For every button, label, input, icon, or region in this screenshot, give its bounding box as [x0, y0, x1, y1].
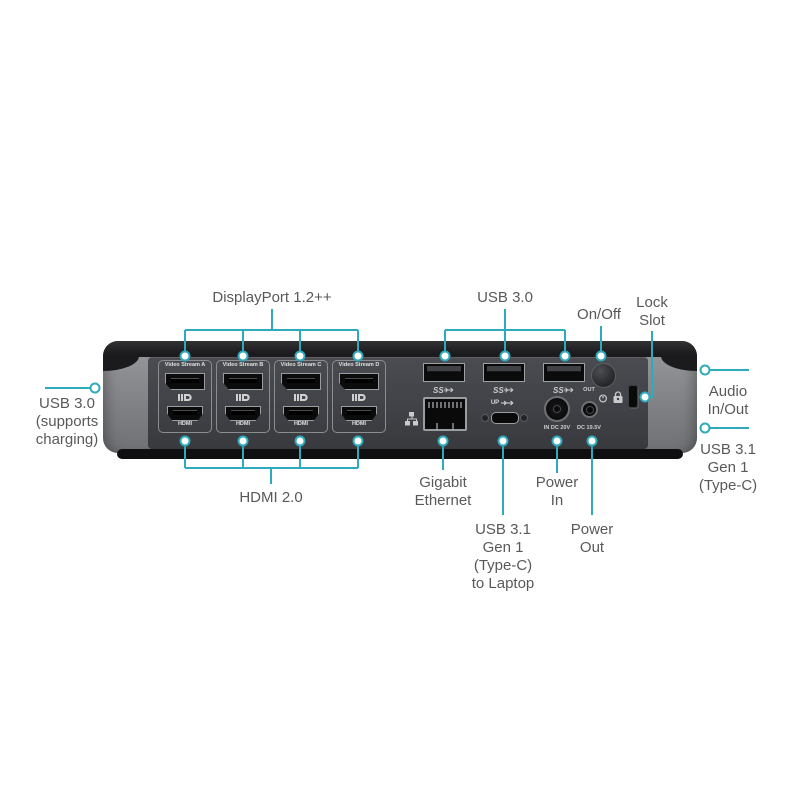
- usb-a-port: [543, 363, 585, 382]
- superspeed-usb-icon: SS: [493, 386, 514, 395]
- video-group-d: Video Stream D HDMI: [332, 360, 386, 433]
- video-group-a: Video Stream A HDMI: [158, 360, 212, 433]
- callout-onoff: On/Off: [577, 306, 621, 323]
- power-out-jack: [581, 401, 598, 418]
- device-top-band: [103, 341, 697, 357]
- callout-hdmi: HDMI 2.0: [239, 489, 303, 506]
- power-button: [591, 363, 616, 388]
- displayport-icon: [236, 394, 250, 401]
- usbc-up-label: UP: [490, 400, 500, 406]
- hdmi-port-label: HDMI: [293, 421, 309, 427]
- callout-lock-slot: Lock Slot: [636, 294, 668, 329]
- hdmi-port: [341, 406, 377, 421]
- displayport-icon: [294, 394, 308, 401]
- video-group-c: Video Stream C HDMI: [274, 360, 328, 433]
- hdmi-port: [283, 406, 319, 421]
- usb-trident-icon: [501, 400, 514, 406]
- callout-dot: [89, 382, 101, 394]
- screw-hole: [520, 414, 528, 422]
- hdmi-port-label: HDMI: [235, 421, 251, 427]
- callout-dot: [699, 422, 711, 434]
- docking-station-rear: Video Stream A HDMI Video Stream B HDMI …: [103, 341, 697, 453]
- svg-text:SS: SS: [493, 386, 504, 395]
- power-out-top-label: OUT: [583, 387, 595, 393]
- usb-c-port: [491, 412, 519, 424]
- lock-slot: [628, 385, 638, 408]
- displayport-port: [339, 373, 379, 390]
- callout-usb30-top: USB 3.0: [477, 289, 533, 306]
- displayport-port: [223, 373, 263, 390]
- hdmi-port: [167, 406, 203, 421]
- video-stream-label: Video Stream A: [164, 362, 206, 368]
- video-group-b: Video Stream B HDMI: [216, 360, 270, 433]
- callout-usb31-right: USB 3.1 Gen 1 (Type-C): [698, 441, 758, 494]
- device-corner-shade-right: [661, 356, 697, 371]
- power-out-jack-label: DC 19.5V: [577, 425, 601, 431]
- superspeed-usb-icon: SS: [553, 386, 574, 395]
- video-stream-label: Video Stream C: [280, 362, 322, 368]
- power-in-jack-label: IN DC 20V: [543, 425, 571, 431]
- screw-hole: [481, 414, 489, 422]
- svg-text:SS: SS: [433, 386, 444, 395]
- power-icon: [598, 393, 608, 403]
- callout-power-out: Power Out: [570, 521, 614, 556]
- displayport-icon: [178, 394, 192, 401]
- lock-icon: [613, 391, 623, 403]
- callout-ethernet: Gigabit Ethernet: [414, 474, 472, 509]
- usb-a-port: [483, 363, 525, 382]
- displayport-port: [165, 373, 205, 390]
- hdmi-port-label: HDMI: [177, 421, 193, 427]
- displayport-icon: [352, 394, 366, 401]
- hdmi-port: [225, 406, 261, 421]
- device-base: [117, 449, 683, 459]
- device-corner-shade-left: [103, 356, 139, 371]
- usbc-up-label-row: UP: [478, 399, 528, 407]
- usb-a-port: [423, 363, 465, 382]
- callout-displayport: DisplayPort 1.2++: [212, 289, 332, 306]
- displayport-port: [281, 373, 321, 390]
- callout-usbc-laptop: USB 3.1 Gen 1 (Type-C) to Laptop: [471, 521, 535, 592]
- superspeed-usb-icon: SS: [433, 386, 454, 395]
- hdmi-port-label: HDMI: [351, 421, 367, 427]
- video-stream-label: Video Stream B: [222, 362, 264, 368]
- device-port-panel: Video Stream A HDMI Video Stream B HDMI …: [148, 357, 648, 449]
- callout-usb30-left: USB 3.0 (supports charging): [35, 395, 99, 448]
- svg-text:SS: SS: [553, 386, 564, 395]
- power-in-jack: [544, 396, 570, 422]
- video-stream-label: Video Stream D: [338, 362, 380, 368]
- callout-power-in: Power In: [535, 474, 579, 509]
- callout-dot: [699, 364, 711, 376]
- network-icon: [405, 412, 418, 426]
- callout-audio: Audio In/Out: [707, 383, 749, 418]
- ethernet-port: [423, 397, 467, 431]
